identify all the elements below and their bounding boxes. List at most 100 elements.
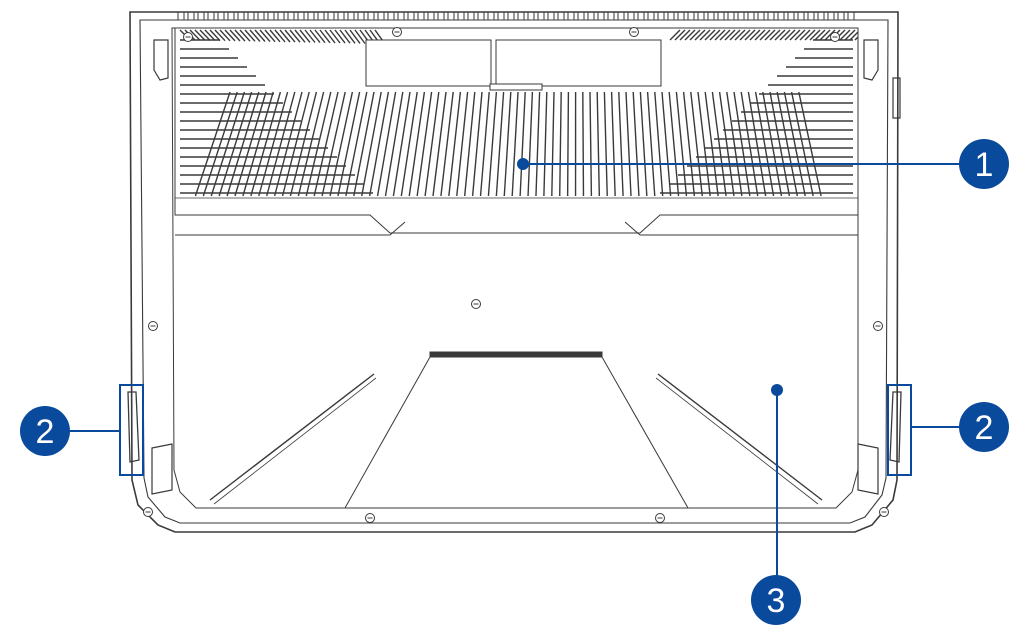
- hinge-tooth: [368, 12, 374, 20]
- vent-slot: [712, 92, 726, 196]
- vent-slot: [283, 92, 310, 196]
- hinge-tooth: [228, 12, 234, 20]
- vent-hatch: [795, 30, 805, 40]
- hinge-tooth: [758, 12, 764, 20]
- vent-slot: [583, 92, 584, 196]
- vent-slot: [544, 92, 547, 196]
- hinge-tooth: [608, 12, 614, 20]
- hinge-tooth: [598, 12, 604, 20]
- vent-hatch: [195, 30, 205, 40]
- vent-hatch: [710, 30, 720, 40]
- vent-hatch: [685, 30, 695, 40]
- hinge-tooth: [628, 12, 634, 20]
- vent-hatch: [695, 30, 705, 40]
- vent-slot: [378, 92, 396, 196]
- vent-slot: [385, 92, 402, 196]
- vent-slot: [536, 92, 540, 196]
- hinge-tooth: [808, 12, 814, 20]
- vent-hatch: [845, 30, 855, 40]
- vent-hatch: [245, 30, 255, 41]
- hinge-tooth: [468, 12, 474, 20]
- vent-hatch: [720, 30, 730, 40]
- hinge-tooth: [568, 12, 574, 20]
- hinge-tooth: [358, 12, 364, 20]
- vent-slot: [425, 92, 439, 196]
- hinge-tooth: [788, 12, 794, 20]
- vent-slot: [441, 92, 453, 196]
- vent-slot: [306, 92, 331, 196]
- vent-hatch: [730, 30, 740, 40]
- hinge-tooth: [418, 12, 424, 20]
- vent-hatch: [200, 30, 210, 40]
- vent-hatch: [280, 30, 290, 42]
- vent-slot: [597, 92, 599, 196]
- vent-hatch: [305, 30, 315, 43]
- hinge-tooth: [818, 12, 824, 20]
- hinge-tooth: [218, 12, 224, 20]
- hinge-tooth: [848, 12, 854, 20]
- hinge-tooth: [308, 12, 314, 20]
- vent-hatch: [760, 30, 770, 40]
- hinge-tooth: [318, 12, 324, 20]
- vent-hatch: [235, 30, 245, 41]
- vent-hatch: [820, 30, 830, 40]
- vent-slot: [370, 92, 389, 196]
- vent-hatch: [295, 30, 305, 42]
- vent-hatch: [805, 30, 815, 40]
- lower-panel: [175, 222, 858, 508]
- vent-slot: [648, 92, 655, 196]
- hinge-tooth: [688, 12, 694, 20]
- vent-slot: [655, 92, 663, 196]
- vent-hatch: [735, 30, 745, 40]
- vent-slot: [433, 92, 446, 196]
- vent-hatch: [230, 30, 240, 41]
- vent-hatch: [285, 30, 295, 42]
- vent-slot: [633, 92, 639, 196]
- vent-hatch: [310, 30, 320, 43]
- vent-slot: [626, 92, 631, 196]
- vent-slot: [290, 92, 316, 196]
- hinge-tooth: [438, 12, 444, 20]
- vent-slot: [417, 92, 431, 196]
- hinge-tooth: [428, 12, 434, 20]
- vent-slot: [298, 92, 323, 196]
- vent-slot: [705, 92, 718, 196]
- vent-hatch: [840, 30, 850, 40]
- vent-hatch: [770, 30, 780, 40]
- hinge-tooth: [328, 12, 334, 20]
- vent-slot: [473, 92, 482, 196]
- hinge-tooth: [238, 12, 244, 20]
- vent-slot: [520, 92, 525, 196]
- hinge-tooth: [548, 12, 554, 20]
- vent-hatch: [300, 30, 310, 42]
- hinge-tooth: [188, 12, 194, 20]
- vent-hatch: [755, 30, 765, 40]
- vent-hatch: [225, 30, 235, 41]
- vent-slot: [512, 92, 518, 196]
- hinge-tooth: [268, 12, 274, 20]
- hinge-tooth: [668, 12, 674, 20]
- hinge-tooth: [768, 12, 774, 20]
- vent-slot: [560, 92, 561, 196]
- hinge-tooth: [458, 12, 464, 20]
- vent-hatch: [220, 30, 230, 41]
- vent-hatch: [855, 30, 865, 40]
- vent-slot: [640, 92, 646, 196]
- vent-hatch: [860, 30, 870, 40]
- vent-hatch: [335, 30, 345, 43]
- vent-hatch: [690, 30, 700, 40]
- vent-slot: [195, 92, 230, 196]
- vent-slot: [488, 92, 496, 196]
- vent-hatch: [290, 30, 300, 42]
- hinge-tooth: [748, 12, 754, 20]
- vent-hatch: [250, 30, 260, 41]
- vent-slot: [267, 92, 295, 196]
- hinge-tooth: [508, 12, 514, 20]
- vent-hatch: [775, 30, 785, 40]
- vent-slot: [528, 92, 532, 196]
- vent-hatch: [865, 30, 875, 40]
- hinge-tooth: [388, 12, 394, 20]
- vent-slot: [496, 92, 503, 196]
